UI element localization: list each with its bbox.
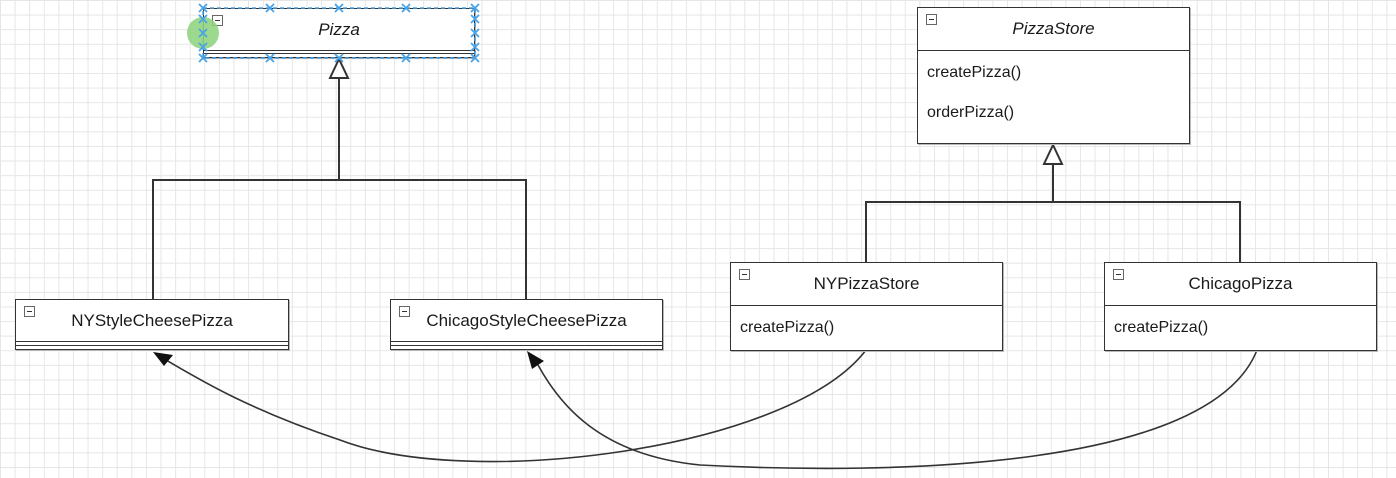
method-compartment: createPizza() [1105, 305, 1376, 346]
dependency-line-nypizzastore[interactable] [165, 349, 867, 463]
dependency-arrowhead-nystylecheesepizza [153, 352, 173, 366]
resize-handle[interactable] [198, 28, 208, 38]
resize-handle[interactable] [198, 3, 208, 13]
class-name: Pizza [318, 19, 360, 39]
resize-handle[interactable] [198, 14, 208, 24]
generalization-arrowhead-pizzastore [1042, 142, 1064, 165]
class-header: ChicagoStyleCheesePizza [391, 300, 662, 342]
method-compartment: createPizza() orderPizza() [918, 50, 1189, 131]
resize-handle[interactable] [334, 53, 344, 63]
class-box-chicagostylecheesepizza[interactable]: ChicagoStyleCheesePizza [390, 299, 663, 350]
method-item[interactable]: createPizza() [927, 64, 1022, 81]
generalization-line-nystylecheesepizza[interactable] [152, 78, 527, 299]
class-box-pizzastore[interactable]: PizzaStore createPizza() orderPizza() [917, 7, 1190, 144]
resize-handle[interactable] [198, 53, 208, 63]
class-name: ChicagoStyleCheesePizza [426, 310, 627, 330]
collapse-icon[interactable] [1113, 269, 1124, 280]
class-name: NYStyleCheesePizza [71, 310, 233, 330]
resize-handle[interactable] [198, 42, 208, 52]
class-name: PizzaStore [1012, 19, 1095, 38]
class-box-pizza[interactable]: Pizza [203, 8, 475, 58]
resize-handle[interactable] [470, 28, 480, 38]
dependency-arrowhead-chicagostylecheesepizza [527, 351, 544, 369]
resize-handle[interactable] [265, 3, 275, 13]
collapse-icon[interactable] [926, 14, 937, 25]
class-header: Pizza [204, 9, 474, 51]
class-box-nypizzastore[interactable]: NYPizzaStore createPizza() [730, 262, 1003, 351]
generalization-line-pizzastore-children[interactable] [865, 164, 1241, 262]
generalization-arrowhead-pizza [328, 56, 350, 79]
resize-handle[interactable] [401, 53, 411, 63]
collapse-icon[interactable] [399, 306, 410, 317]
resize-handle[interactable] [470, 53, 480, 63]
attribute-compartment [391, 345, 662, 346]
resize-handle[interactable] [401, 3, 411, 13]
resize-handle[interactable] [470, 14, 480, 24]
resize-handles [198, 3, 480, 63]
resize-handle[interactable] [265, 53, 275, 63]
method-compartment: createPizza() [731, 305, 1002, 346]
class-box-chicagopizza[interactable]: ChicagoPizza createPizza() [1104, 262, 1377, 351]
attribute-compartment [204, 53, 474, 54]
class-name: NYPizzaStore [813, 274, 920, 293]
attribute-compartment [16, 345, 288, 346]
class-box-nystylecheesepizza[interactable]: NYStyleCheesePizza [15, 299, 289, 350]
class-header: NYPizzaStore [731, 263, 1002, 305]
method-item[interactable]: orderPizza() [927, 104, 1015, 121]
class-header: ChicagoPizza [1105, 263, 1376, 305]
class-name: ChicagoPizza [1188, 274, 1293, 293]
dependency-line-chicagopizza[interactable] [537, 349, 1258, 470]
resize-handle[interactable] [334, 3, 344, 13]
collapse-icon[interactable] [24, 306, 35, 317]
resize-handle[interactable] [470, 42, 480, 52]
method-item[interactable]: createPizza() [1114, 319, 1209, 336]
resize-handle[interactable] [470, 3, 480, 13]
class-header: NYStyleCheesePizza [16, 300, 288, 342]
class-header: PizzaStore [918, 8, 1189, 50]
collapse-icon[interactable] [739, 269, 750, 280]
method-item[interactable]: createPizza() [740, 319, 835, 336]
